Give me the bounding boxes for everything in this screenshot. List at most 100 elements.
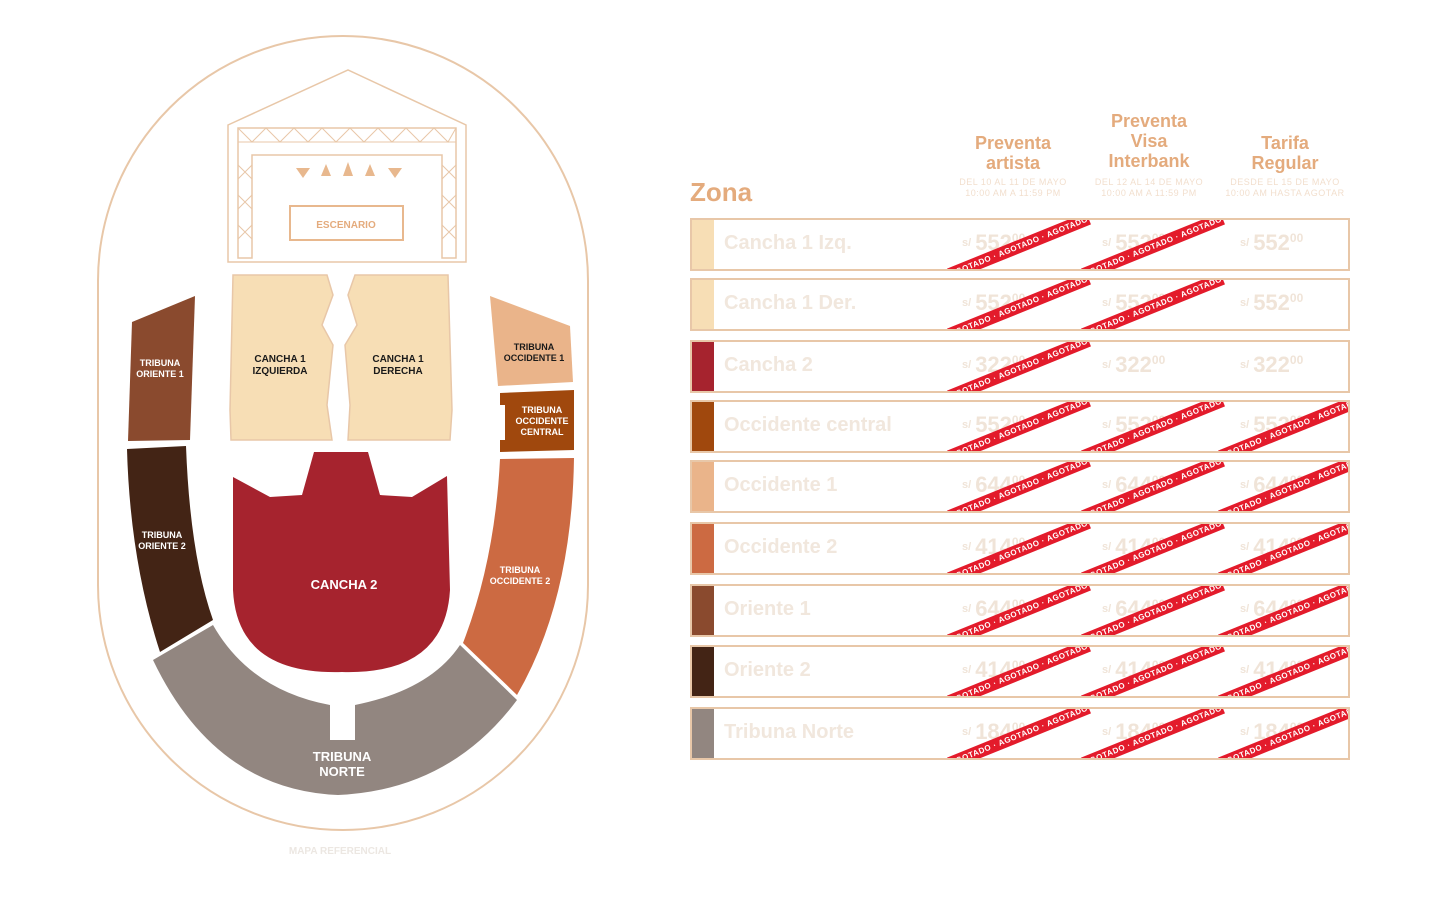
currency-symbol: s/ [1102, 541, 1112, 553]
zone-color-swatch [692, 220, 714, 269]
price-cents: 00 [1289, 231, 1304, 245]
price-amount: 552 [1253, 290, 1290, 315]
currency-symbol: s/ [1102, 479, 1112, 491]
price-amount: 322 [1115, 352, 1152, 377]
col-title-3: Tarifa Regular [1251, 133, 1319, 173]
zona-header: Zona [690, 177, 753, 207]
currency-symbol: s/ [1102, 297, 1112, 309]
currency-symbol: s/ [1102, 359, 1112, 371]
sold-out-ribbon: AGOTADO · AGOTADO · AGOTADO [1218, 462, 1348, 511]
zone-name: Occidente central [724, 414, 892, 436]
zone-tribuna-oriente1[interactable] [128, 296, 195, 441]
zone-name: Occidente 2 [724, 536, 838, 558]
zone-color-swatch [692, 342, 714, 391]
currency-symbol: s/ [1240, 664, 1250, 676]
price-cents: 00 [1289, 291, 1304, 305]
sold-out-ribbon: AGOTADO · AGOTADO · AGOTADO [1218, 647, 1348, 696]
sold-out-ribbon: AGOTADO · AGOTADO · AGOTADO [1218, 709, 1348, 758]
currency-symbol: s/ [1102, 603, 1112, 615]
currency-symbol: s/ [1240, 297, 1250, 309]
zone-name: Occidente 1 [724, 474, 838, 496]
zone-color-swatch [692, 586, 714, 635]
zone-tribuna-occidente-central[interactable] [500, 390, 574, 452]
map-footnote: MAPA REFERENCIAL [289, 846, 391, 857]
price-cents: 00 [1151, 353, 1166, 367]
sold-out-ribbon: AGOTADO · AGOTADO · AGOTADO [1218, 402, 1348, 451]
price-cell: s/55200 [1240, 290, 1303, 316]
zone-name: Cancha 2 [724, 354, 813, 376]
column-header-preventa-artista: Preventa artista [948, 133, 1078, 173]
zone-color-swatch [692, 709, 714, 758]
price-cents: 00 [1289, 353, 1304, 367]
stage-label-box [289, 205, 404, 241]
zone-cancha1-derecha[interactable] [344, 274, 453, 441]
zone-color-swatch [692, 402, 714, 451]
currency-symbol: s/ [1102, 237, 1112, 249]
currency-symbol: s/ [962, 603, 972, 615]
light-4 [365, 164, 375, 176]
currency-symbol: s/ [1102, 419, 1112, 431]
price-amount: 322 [1253, 352, 1290, 377]
zone-tribuna-oriente2[interactable] [127, 446, 213, 652]
currency-symbol: s/ [1240, 419, 1250, 431]
sold-out-ribbon: AGOTADO · AGOTADO · AGOTADO [1218, 524, 1348, 573]
label-cancha2: CANCHA 2 [311, 577, 378, 592]
zone-tribuna-occidente1[interactable] [490, 296, 573, 386]
column-header-preventa-visa: Preventa Visa Interbank [1084, 111, 1214, 171]
stage-lights [296, 162, 402, 178]
zone-color-swatch [692, 280, 714, 329]
zone-color-swatch [692, 647, 714, 696]
light-2 [321, 164, 331, 176]
col-title-1: Preventa artista [974, 133, 1052, 173]
col-title-2: Preventa Visa Interbank [1108, 111, 1190, 171]
price-cell: s/32200 [1240, 352, 1303, 378]
zone-color-swatch [692, 524, 714, 573]
zone-cancha2[interactable] [233, 452, 450, 673]
zone-tribuna-occidente2[interactable] [463, 458, 574, 695]
currency-symbol: s/ [1240, 359, 1250, 371]
sold-out-ribbon: AGOTADO · AGOTADO · AGOTADO [1218, 586, 1348, 635]
zone-color-swatch [692, 462, 714, 511]
currency-symbol: s/ [962, 359, 972, 371]
price-amount: 552 [1253, 230, 1290, 255]
currency-symbol: s/ [1240, 479, 1250, 491]
currency-symbol: s/ [1240, 603, 1250, 615]
currency-symbol: s/ [962, 419, 972, 431]
stage-label: ESCENARIO [316, 220, 376, 231]
zone-name: Cancha 1 Der. [724, 292, 857, 314]
zone-tribuna-norte[interactable] [153, 625, 517, 795]
zone-name: Oriente 2 [724, 659, 811, 681]
column-header-tarifa-regular: Tarifa Regular [1220, 133, 1350, 173]
zone-cancha1-izquierda[interactable] [229, 274, 334, 441]
column-sub-preventa-artista: DEL 10 AL 11 DE MAYO 10:00 AM A 11:59 PM [959, 177, 1067, 198]
currency-symbol: s/ [962, 237, 972, 249]
currency-symbol: s/ [962, 664, 972, 676]
currency-symbol: s/ [1102, 664, 1112, 676]
currency-symbol: s/ [1240, 726, 1250, 738]
zone-name: Oriente 1 [724, 598, 811, 620]
light-1 [296, 168, 310, 178]
light-5 [388, 168, 402, 178]
currency-symbol: s/ [1240, 541, 1250, 553]
column-sub-tarifa-regular: DESDE EL 15 DE MAYO 10:00 AM HASTA AGOTA… [1225, 177, 1345, 198]
currency-symbol: s/ [962, 541, 972, 553]
price-cell: s/32200 [1102, 352, 1165, 378]
column-sub-preventa-visa: DEL 12 AL 14 DE MAYO 10:00 AM A 11:59 PM [1094, 177, 1204, 198]
